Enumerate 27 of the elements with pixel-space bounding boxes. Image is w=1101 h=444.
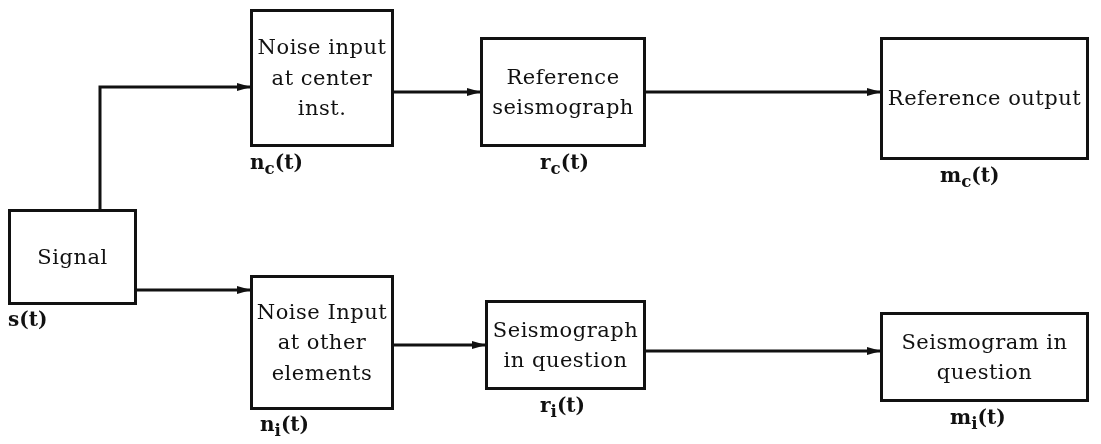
signal-label: m$_{i}$(t) [950, 405, 1006, 433]
process-box [485, 300, 646, 390]
arrow [137, 286, 251, 294]
box-label: Seismogram in question [900, 328, 1069, 386]
process-box [250, 9, 394, 147]
box-label: Signal [37, 243, 108, 271]
arrow [646, 347, 881, 355]
arrow [394, 341, 486, 349]
arrow [394, 88, 481, 96]
arrow [98, 83, 251, 209]
signal-label: r$_{i}$(t) [540, 393, 586, 421]
process-box [480, 37, 646, 147]
box-label: Reference output [887, 85, 1082, 113]
process-box [880, 312, 1089, 402]
box-label: Seismograph in question [491, 316, 640, 374]
signal-label: s(t) [8, 307, 48, 331]
process-box [880, 37, 1089, 160]
process-box [250, 275, 394, 410]
box-label: Reference seismograph [491, 63, 635, 121]
signal-label: m$_{c}$(t) [940, 163, 1000, 191]
signal-label: n$_{c}$(t) [250, 150, 303, 178]
signal-label: n$_{i}$(t) [260, 412, 310, 440]
process-box [8, 209, 137, 305]
box-label: Noise Input at other elements [255, 298, 389, 387]
signal-label: r$_{c}$(t) [540, 150, 589, 178]
arrow [646, 88, 881, 96]
box-label: Noise input at center inst. [256, 34, 388, 123]
